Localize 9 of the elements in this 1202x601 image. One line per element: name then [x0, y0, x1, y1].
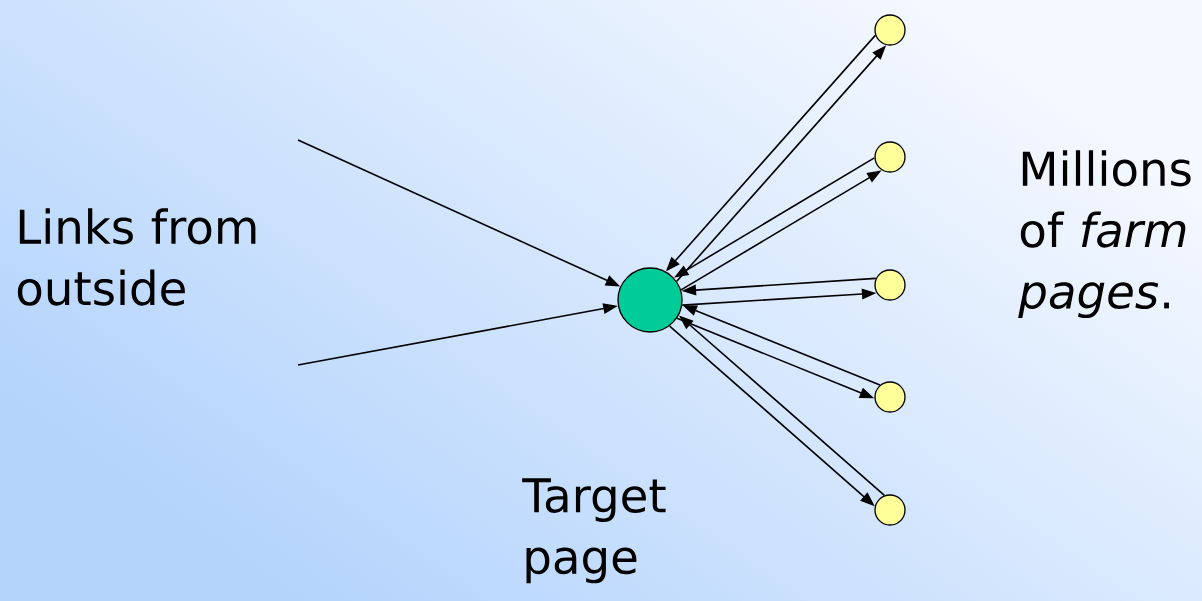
- page-circle: [874, 14, 906, 46]
- text-label: Links from outside: [17, 208, 256, 306]
- page-circle: [874, 141, 906, 173]
- page-circle: [874, 494, 906, 526]
- page-circle: [874, 381, 906, 413]
- text-label: Millions of farm pages.: [1018, 150, 1191, 319]
- target-circle: [617, 267, 683, 333]
- page-circle: [874, 269, 906, 301]
- node-caption: Target page: [522, 478, 666, 584]
